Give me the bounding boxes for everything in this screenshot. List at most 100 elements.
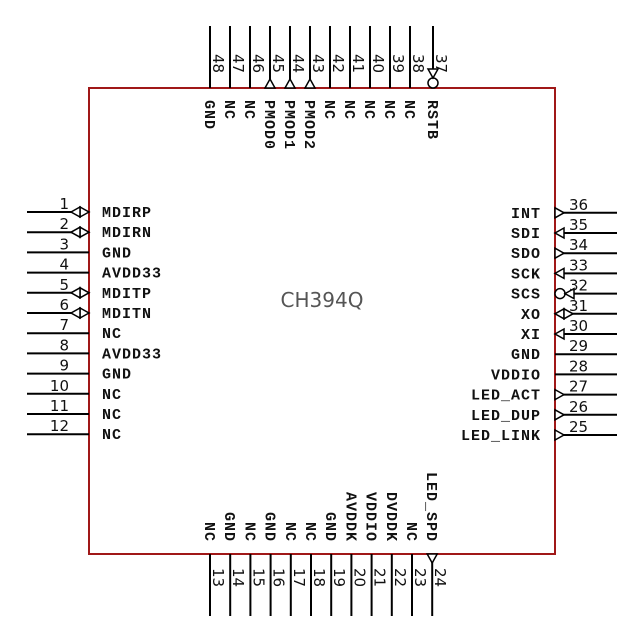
pin-name: XO — [521, 307, 541, 324]
pin-name: MDIRN — [102, 225, 152, 242]
pin-name: GND — [511, 347, 541, 364]
pin-name: AVDD33 — [102, 266, 162, 283]
pin-number: 2 — [59, 215, 69, 233]
pin-7[interactable]: 7NC — [27, 316, 122, 343]
pin-name: LED_DUP — [471, 408, 541, 425]
pin-number: 21 — [371, 568, 389, 587]
pin-name: PMOD1 — [280, 100, 297, 150]
pin-number: 35 — [569, 216, 588, 234]
pin-name: NC — [220, 100, 237, 120]
pin-name: NC — [360, 100, 377, 120]
pin-number: 7 — [59, 316, 69, 334]
pin-name: NC — [102, 326, 122, 343]
bidirectional-arrow-icon — [553, 307, 565, 321]
output-arrow-icon — [263, 77, 277, 89]
pin-number: 37 — [432, 54, 450, 73]
pin-name: NC — [301, 522, 318, 542]
pins-layer: 1MDIRP2MDIRN3GND4AVDD335MDITP6MDITN7NC8A… — [27, 26, 617, 616]
pin-number: 17 — [290, 568, 308, 587]
pin-name: NC — [402, 522, 419, 542]
pin-number: 23 — [411, 568, 429, 587]
pin-number: 3 — [59, 235, 69, 253]
pin-number: 25 — [569, 418, 588, 436]
pin-name: PMOD0 — [260, 100, 277, 150]
pin-23[interactable]: 23 NC — [402, 522, 429, 616]
pin-name: SDO — [511, 246, 541, 263]
pin-number: 47 — [229, 54, 247, 73]
input-arrow-icon — [553, 226, 565, 240]
pin-number: 5 — [59, 276, 69, 294]
bidirectional-arrow-icon — [563, 307, 575, 321]
output-arrow-icon — [554, 408, 566, 422]
pin-17[interactable]: 17 NC — [281, 522, 308, 616]
pin-number: 8 — [59, 336, 69, 354]
bidirectional-arrow-icon — [69, 286, 81, 300]
pin-name: GND — [200, 100, 217, 130]
pin-name: NC — [240, 522, 257, 542]
pin-name: NC — [281, 522, 298, 542]
output-arrow-icon — [554, 428, 566, 442]
pin-name: LED_LINK — [461, 428, 541, 445]
pin-name: MDIRP — [102, 205, 152, 222]
pin-number: 39 — [389, 54, 407, 73]
pin-name: SCS — [511, 287, 541, 304]
pin-number: 9 — [59, 357, 69, 375]
output-arrow-icon — [554, 246, 566, 260]
pin-number: 14 — [229, 568, 247, 587]
pin-number: 19 — [330, 568, 348, 587]
pin-number: 46 — [249, 54, 267, 73]
part-name: CH394Q — [281, 288, 364, 312]
pin-name: AVDD33 — [102, 346, 162, 363]
pin-number: 10 — [50, 377, 69, 395]
bidirectional-arrow-icon — [79, 306, 91, 320]
pin-name: XI — [521, 327, 541, 344]
bidirectional-arrow-icon — [69, 225, 81, 239]
pin-number: 48 — [209, 54, 227, 73]
